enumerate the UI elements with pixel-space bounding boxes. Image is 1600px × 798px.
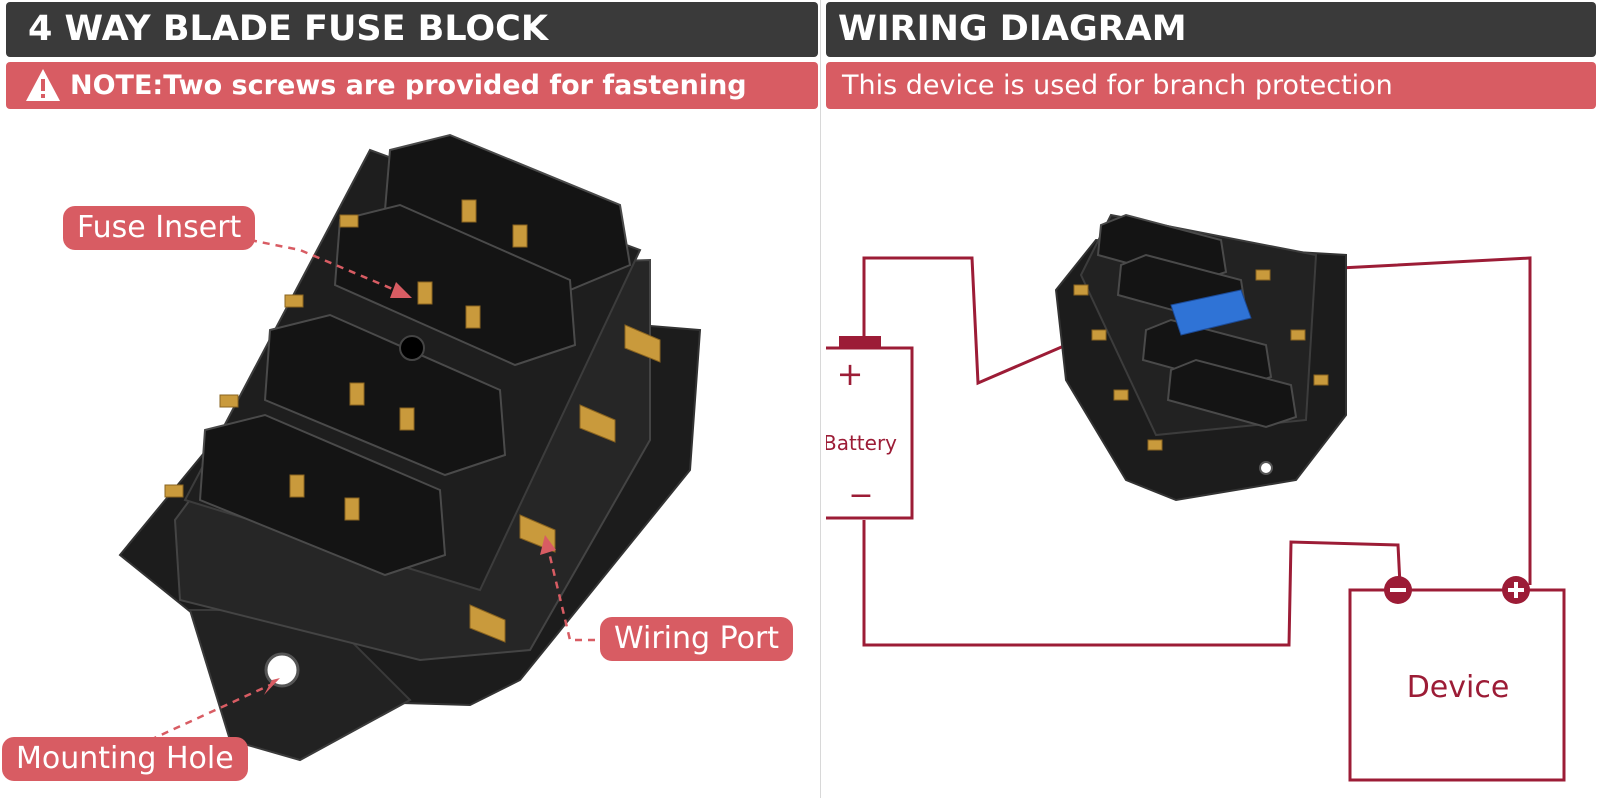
battery-plus-label: + — [837, 355, 864, 393]
wiring-diagram-panel: + Battery − Device WIRING DIAGRAM This d… — [826, 0, 1600, 798]
device-plus-terminal — [1502, 576, 1530, 604]
panel-divider — [820, 0, 826, 798]
product-panel: 4 WAY BLADE FUSE BLOCK NOTE:Two screws a… — [2, 2, 818, 781]
fuse-block-illustration — [118, 133, 702, 762]
fastening-note: NOTE:Two screws are provided for fasteni… — [6, 62, 818, 109]
device-box — [1348, 588, 1566, 782]
device-label: Device — [1407, 670, 1510, 705]
diagram-title: WIRING DIAGRAM — [826, 2, 1596, 57]
fastening-note-text: NOTE:Two screws are provided for fasteni… — [70, 70, 747, 101]
battery-minus-label: − — [848, 478, 873, 513]
mounting-hole-callout: Mounting Hole — [2, 737, 248, 781]
warning-icon — [26, 69, 60, 101]
fuse-insert-callout: Fuse Insert — [63, 206, 256, 250]
wiring-port-callout: Wiring Port — [600, 617, 794, 661]
battery-symbol — [826, 336, 914, 520]
device-minus-terminal — [1384, 576, 1412, 604]
branch-protection-note: This device is used for branch protectio… — [826, 62, 1596, 109]
wiring-diagram: + Battery − Device — [826, 213, 1566, 782]
diagram-fuse-block — [1054, 213, 1347, 502]
product-title: 4 WAY BLADE FUSE BLOCK — [6, 2, 818, 57]
battery-label: Battery — [826, 431, 897, 455]
